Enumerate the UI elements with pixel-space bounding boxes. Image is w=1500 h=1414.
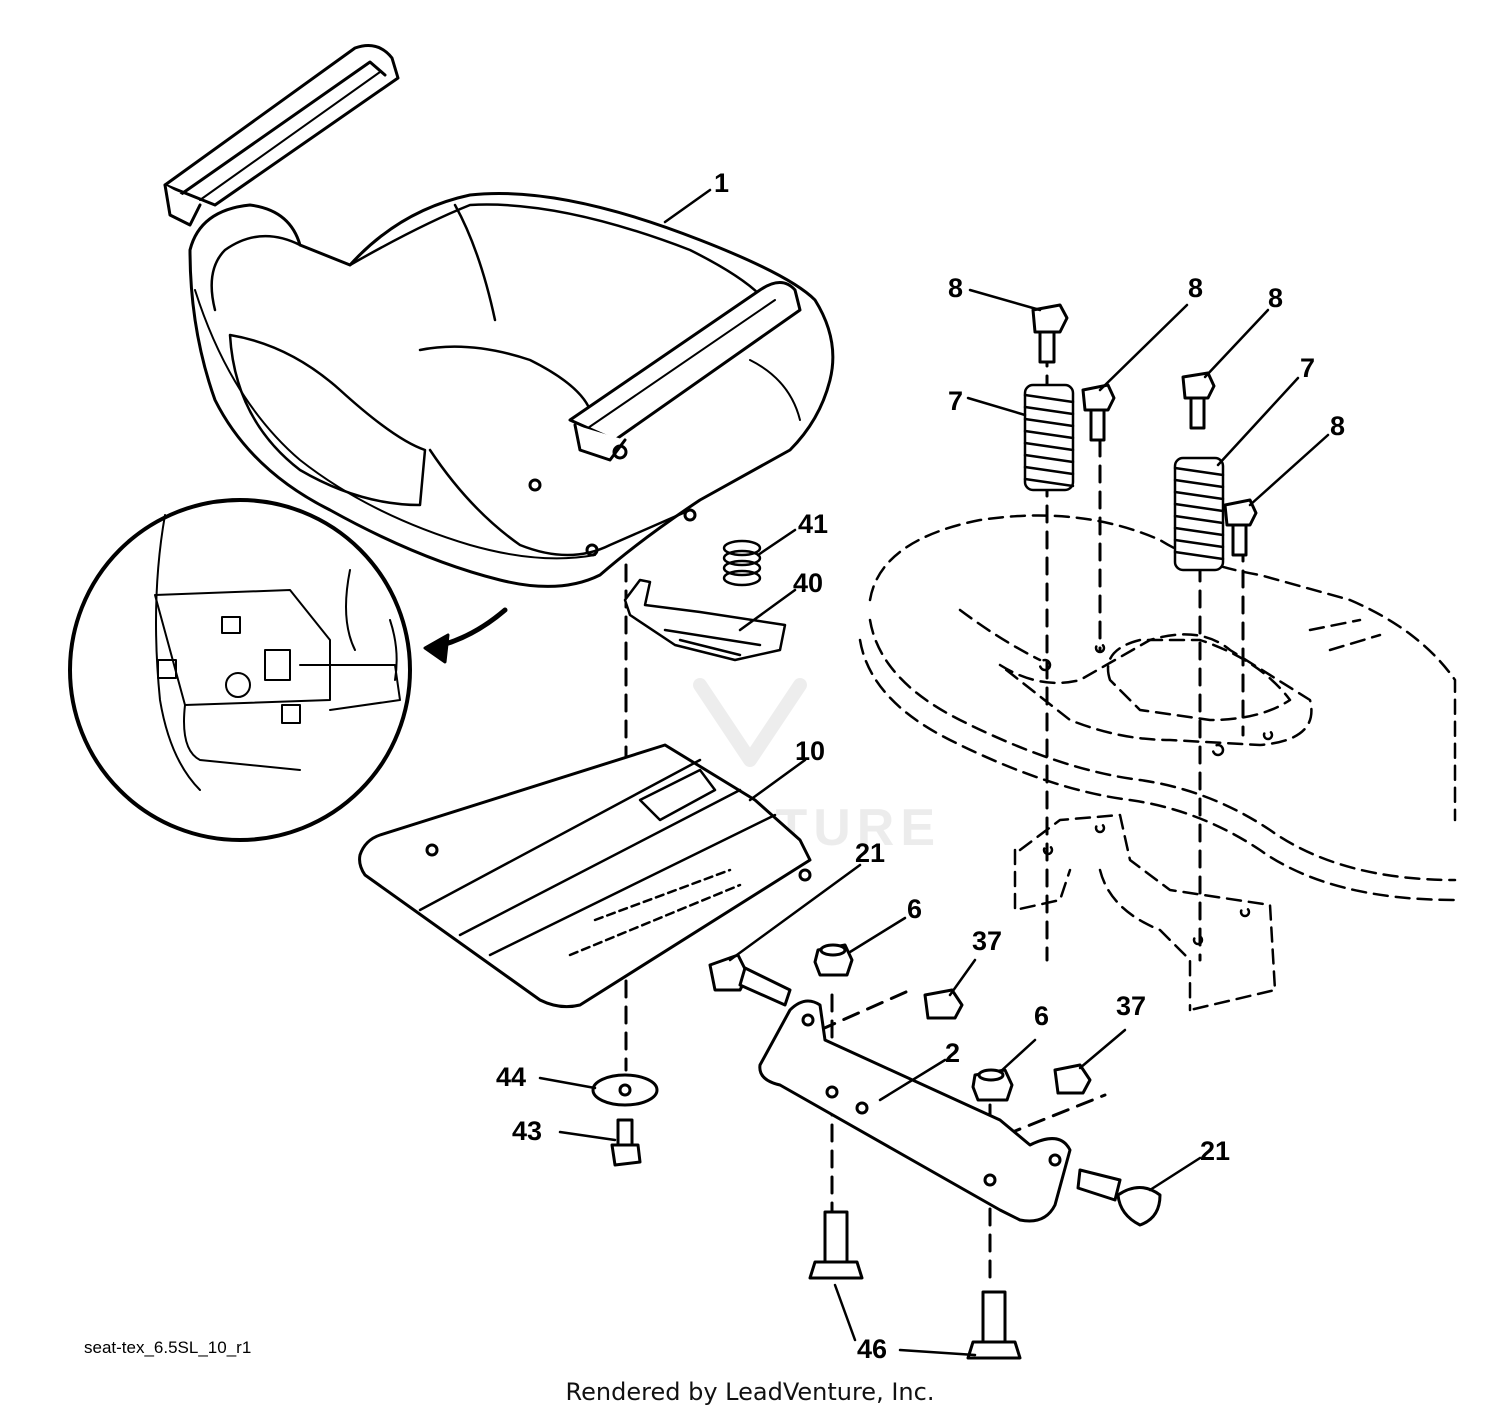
spring-right-drawing	[1173, 456, 1225, 572]
callout-labels: 1 8 8 8 8 7 7 41 40 10 21 21 6 6 37 37 2…	[496, 168, 1345, 1364]
clip-drawing	[623, 578, 787, 662]
callout-flange-bolts: 46	[857, 1334, 887, 1364]
callout-small-bolt: 43	[512, 1116, 542, 1146]
washer-bolt-drawings	[591, 1073, 659, 1167]
callout-washer: 44	[496, 1062, 526, 1092]
callout-spring-left: 7	[948, 386, 963, 416]
callout-screw-right: 21	[1200, 1136, 1230, 1166]
callout-bolt-c: 8	[1268, 283, 1283, 313]
callout-clip: 40	[793, 568, 823, 598]
bolt-drawings	[1031, 303, 1258, 557]
small-spring-drawing	[722, 539, 762, 587]
seat-pan-drawing	[358, 743, 812, 1009]
detail-view	[68, 498, 508, 842]
callout-locknut-upper: 37	[972, 926, 1002, 956]
callout-screw-left: 21	[855, 838, 885, 868]
callout-bracket: 2	[945, 1038, 960, 1068]
bracket-drawing	[758, 999, 1072, 1223]
seat-drawing	[163, 44, 835, 588]
flange-bolt-drawings	[808, 1210, 1022, 1360]
frame-outline	[858, 514, 1457, 1012]
credit-line: Rendered by LeadVenture, Inc.	[565, 1378, 935, 1406]
callout-locknut-lower: 37	[1116, 991, 1146, 1021]
callout-small-spring: 41	[798, 509, 828, 539]
callout-nut-upper: 6	[907, 894, 922, 924]
callout-bolt-d: 8	[1330, 411, 1345, 441]
callout-bolt-a: 8	[948, 273, 963, 303]
diagram-file-name: seat-tex_6.5SL_10_r1	[84, 1338, 252, 1357]
callout-nut-lower: 6	[1034, 1001, 1049, 1031]
callout-seat: 1	[714, 168, 729, 198]
callout-bolt-b: 8	[1188, 273, 1203, 303]
nut-drawings	[813, 943, 1092, 1102]
callout-seat-pan: 10	[795, 736, 825, 766]
spring-left-drawing	[1023, 383, 1075, 492]
leader-lines	[538, 188, 1330, 1357]
watermark-logo	[693, 678, 807, 767]
callout-spring-right: 7	[1300, 353, 1315, 383]
